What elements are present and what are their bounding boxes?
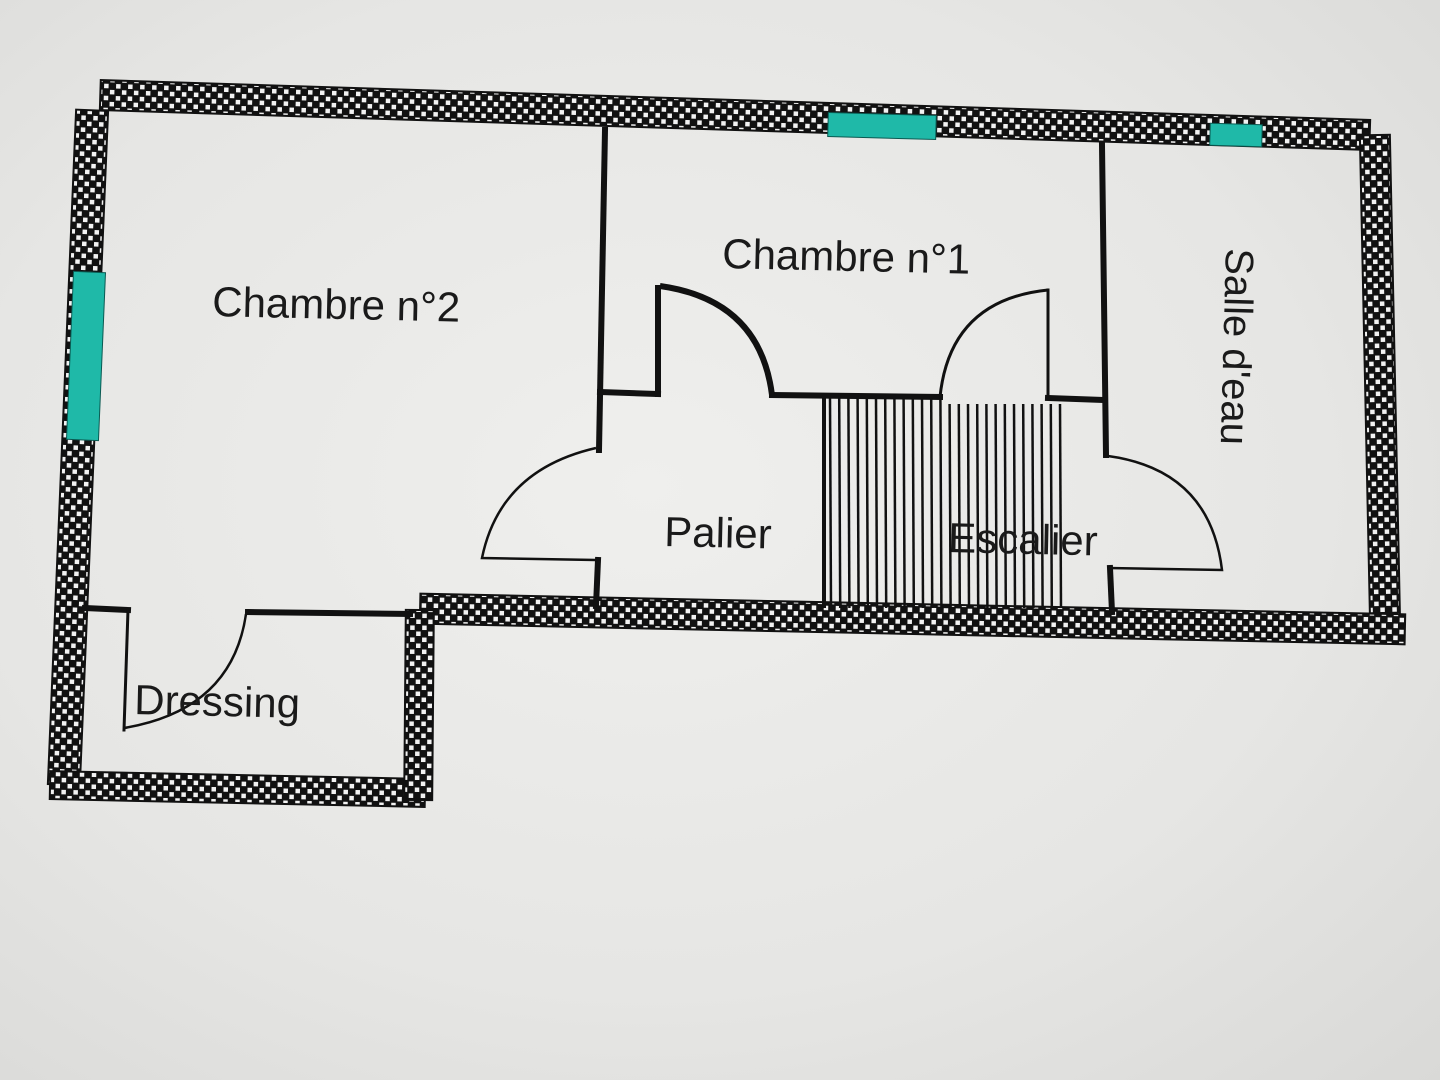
wall-palier-top-far [1044,394,1108,404]
wall-dressing-top-left [81,604,132,614]
stair-tread [883,397,888,609]
stair-tread [994,403,998,609]
window-left-chambre-2 [65,270,107,442]
door-chambre-1-arc [659,283,775,396]
stair-tread [828,397,833,609]
wall-c1-sde [1098,141,1110,459]
door-sde-arc [1107,454,1224,572]
label-salle-deau: Salle d'eau [1212,248,1261,446]
wall-bottom-main [418,592,1407,646]
door-dressing-arc [123,613,248,730]
stair-tread [874,397,879,609]
window-top-salle-deau [1209,122,1263,148]
label-chambre-2: Chambre n°2 [212,278,461,331]
stair-tread [1049,403,1054,609]
stair-tread [985,403,989,609]
stair-tread [929,397,934,609]
room-labels: Chambre n°2 Chambre n°1 Salle d'eau Pali… [134,230,1261,727]
wall-c2-palier-low [592,556,602,610]
stair-tread [966,403,971,609]
stair-tread [893,397,897,609]
interior-walls [81,126,1116,732]
stair-tread [957,403,962,609]
label-dressing: Dressing [134,676,301,727]
stair-tread [939,397,943,609]
wall-sde-low [1106,564,1116,616]
door-escalier-arc [938,288,1049,398]
door-palier-left-arc [480,446,597,562]
exterior-walls [46,79,1407,808]
stair-tread [1003,403,1008,609]
stair-tread [1031,403,1035,609]
wall-dressing-jamb [122,608,130,732]
label-palier: Palier [664,508,772,557]
stair-tread [1040,403,1044,609]
stair-treads [828,397,1063,609]
wall-left [46,108,110,787]
stair-tread [920,397,925,609]
wall-right [1358,133,1402,632]
stair-tread [1012,403,1017,609]
wall-palier-top-left [596,388,662,398]
wall-c2-c1 [595,126,609,454]
stair-tread [1021,403,1026,609]
window-top-chambre-1 [827,111,937,141]
wall-top [98,79,1372,151]
stair-tread [902,397,906,609]
stair-tread [948,403,952,609]
wall-dressing-right [403,608,435,802]
label-escalier: Escalier [948,514,1098,564]
stair-tread [865,397,870,609]
stair-tread [975,403,980,609]
windows [65,111,1263,442]
stair-tread [911,397,916,609]
wall-palier-top-right [768,391,944,401]
wall-dressing-bottom [48,770,427,808]
wall-dressing-top-right [244,608,414,618]
stair-tread [837,397,842,609]
stair-tread [856,397,860,609]
stair-tread [847,397,851,609]
label-chambre-1: Chambre n°1 [722,230,971,283]
doors [123,283,1224,730]
stair-tread [1058,403,1063,609]
